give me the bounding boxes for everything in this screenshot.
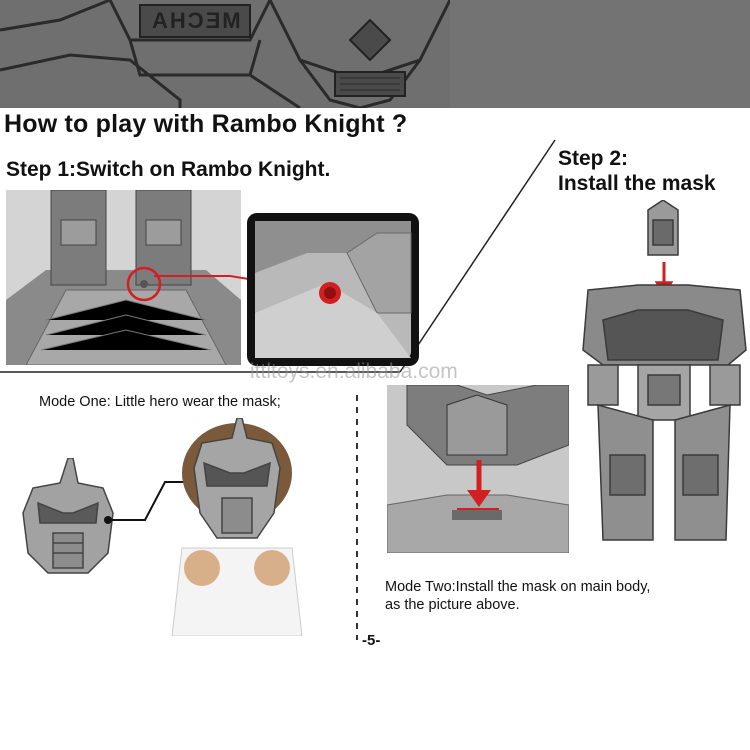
robot-switch-photo [6, 190, 241, 365]
mask-image [18, 457, 118, 578]
mask-install-photo [387, 385, 569, 553]
child-wearing-mask-photo [162, 417, 312, 637]
step2-title: Step 2: Install the mask [558, 146, 716, 196]
mode-two-caption: Mode Two:Install the mask on main body, … [385, 579, 651, 613]
mode-one-caption: Mode One: Little hero wear the mask; [39, 394, 281, 410]
page-title: How to play with Rambo Knight ? [4, 110, 408, 138]
watermark: ittltoys.en.alibaba.com [250, 360, 458, 383]
page-number: -5- [362, 632, 381, 649]
step2-line2: Install the mask [558, 172, 716, 195]
header-banner-art: MECHA [0, 0, 750, 108]
step1-title: Step 1:Switch on Rambo Knight. [6, 158, 331, 181]
robot-body-image [578, 199, 750, 560]
step2-line1: Step 2: [558, 147, 629, 170]
switch-zoom-photo [247, 213, 419, 366]
